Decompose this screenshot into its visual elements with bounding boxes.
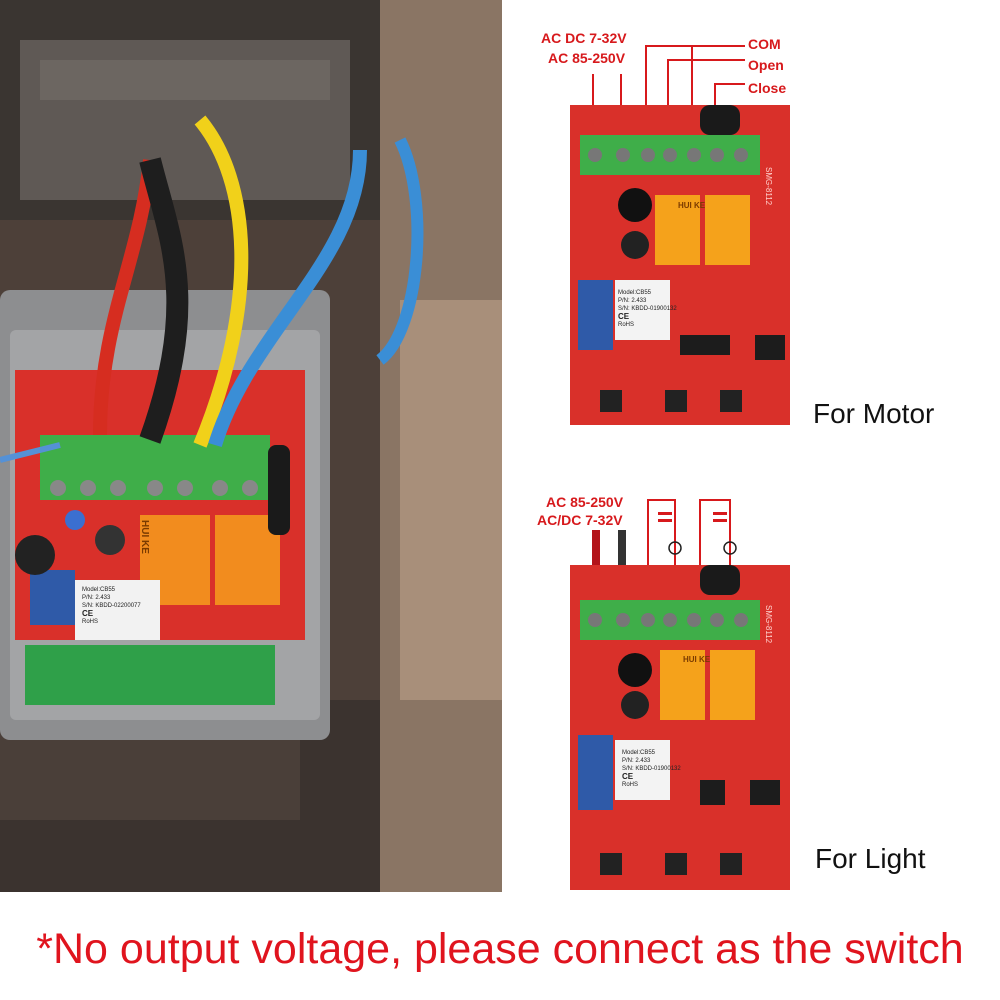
motor-silkscreen: SMG-8112 — [764, 167, 773, 206]
motor-board: Model:CB55 P/N: 2.433 S/N: KBDD-01900132… — [570, 105, 790, 425]
motor-module-model: Model:CB55 — [618, 290, 652, 296]
motor-module-pn: P/N: 2.433 — [618, 298, 647, 304]
photo-module-pn: P/N: 2.433 — [82, 595, 111, 601]
light-module-ce: CE — [622, 772, 634, 781]
photo-module-model: Model:CB55 — [82, 587, 116, 593]
light-label-ac-dc: AC/DC 7-32V — [537, 512, 623, 528]
light-relay-brand: HUI KE — [683, 655, 711, 664]
motor-caption: For Motor — [813, 398, 935, 429]
installation-photo-drawing — [0, 0, 502, 892]
motor-relay-brand: HUI KE — [678, 201, 706, 210]
motor-label-com: COM — [748, 36, 781, 52]
photo-module-label: Model:CB55 P/N: 2.433 S/N: KBDD-02200077… — [82, 586, 160, 626]
motor-label-open: Open — [748, 57, 784, 73]
light-module-rohs: RoHS — [622, 782, 639, 788]
motor-module-sn: S/N: KBDD-01900132 — [618, 306, 677, 312]
photo-module-rohs: RoHS — [82, 619, 99, 625]
motor-board-drawing — [578, 105, 785, 412]
photo-module-ce: CE — [82, 609, 94, 618]
installation-photo: Model:CB55 P/N: 2.433 S/N: KBDD-02200077… — [0, 0, 502, 892]
bulb-icon — [723, 541, 737, 555]
light-module-sn: S/N: KBDD-01900132 — [622, 766, 681, 772]
motor-module-rohs: RoHS — [618, 322, 635, 328]
light-module-model: Model:CB55 — [622, 750, 656, 756]
light-board-drawing — [578, 565, 780, 875]
motor-module-label: Model:CB55 P/N: 2.433 S/N: KBDD-01900132… — [618, 289, 677, 329]
light-wiring-lines — [592, 499, 737, 595]
motor-module-ce: CE — [618, 312, 630, 321]
light-silkscreen: SMG-8112 — [764, 605, 773, 644]
light-wire-black — [618, 530, 626, 590]
light-label-ac-high: AC 85-250V — [546, 494, 624, 510]
bulb-icon — [668, 541, 682, 555]
motor-label-ac-dc: AC DC 7-32V — [541, 30, 627, 46]
motor-label-ac-high: AC 85-250V — [548, 50, 626, 66]
light-wire-red — [592, 530, 600, 590]
light-caption: For Light — [815, 843, 926, 874]
motor-label-close: Close — [748, 80, 787, 96]
light-board: Model:CB55 P/N: 2.433 S/N: KBDD-01900132… — [570, 565, 790, 890]
light-module-pn: P/N: 2.433 — [622, 758, 651, 764]
light-module-label: Model:CB55 P/N: 2.433 S/N: KBDD-01900132… — [622, 749, 681, 789]
photo-module-sn: S/N: KBDD-02200077 — [82, 603, 141, 609]
footer-note: *No output voltage, please connect as th… — [36, 925, 964, 973]
photo-relay-brand: HUI KE — [139, 520, 150, 554]
